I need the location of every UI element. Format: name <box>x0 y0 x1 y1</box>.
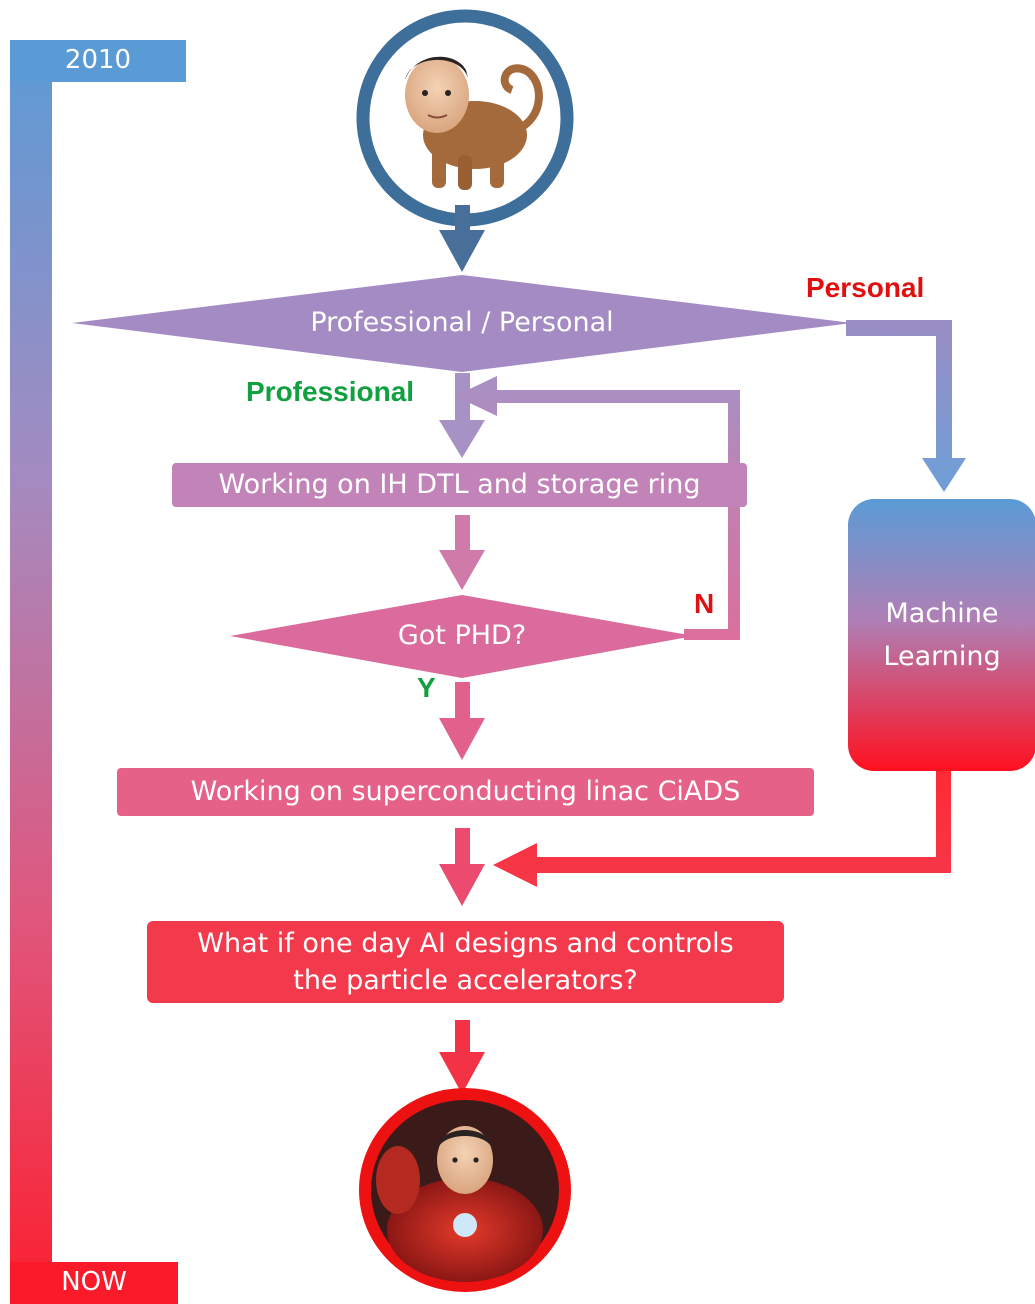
side-ml-label-line1: Machine <box>885 598 999 629</box>
branch-personal-label: Personal <box>806 272 925 303</box>
face-icon <box>405 57 469 133</box>
final-question-line2: the particle accelerators? <box>293 965 638 996</box>
answer-yes-label: Y <box>417 672 436 703</box>
side-ml-box <box>848 499 1035 771</box>
timeline-end-label: NOW <box>61 1267 127 1297</box>
connector-ml-merge <box>493 771 951 887</box>
timeline-bar <box>10 40 52 1298</box>
decision-phd-label: Got PHD? <box>397 620 527 651</box>
final-question-box <box>147 921 784 1003</box>
arrow-start-to-decision <box>439 205 485 272</box>
decision-main-shape <box>72 275 852 372</box>
arrow-ciads-down <box>439 828 485 906</box>
step-ciads-box <box>117 768 814 816</box>
arrow-yes-down <box>439 682 485 760</box>
face-icon <box>437 1126 493 1194</box>
timeline-end-box <box>10 1262 178 1304</box>
arrow-to-phd <box>439 515 485 590</box>
timeline-start-box <box>10 40 186 82</box>
final-question-line1: What if one day AI designs and controls <box>197 928 734 959</box>
side-ml-label-line2: Learning <box>883 641 1001 672</box>
end-avatar <box>359 1088 571 1292</box>
branch-professional-label: Professional <box>246 376 415 407</box>
answer-no-label: N <box>694 588 715 619</box>
decision-phd-shape <box>230 595 694 678</box>
step-ih-dtl-label: Working on IH DTL and storage ring <box>218 469 701 500</box>
arrow-professional-down <box>439 373 485 458</box>
start-avatar <box>356 9 574 227</box>
step-ciads-label: Working on superconducting linac CiADS <box>190 776 741 807</box>
timeline <box>10 40 186 1304</box>
arrow-to-final <box>439 1020 485 1094</box>
decision-main-label: Professional / Personal <box>310 307 614 338</box>
connector-loop-no <box>455 376 740 640</box>
timeline-start-label: 2010 <box>64 45 132 75</box>
step-ih-dtl-box <box>172 463 747 507</box>
connector-personal <box>846 320 966 492</box>
arc-reactor-icon <box>453 1213 477 1237</box>
